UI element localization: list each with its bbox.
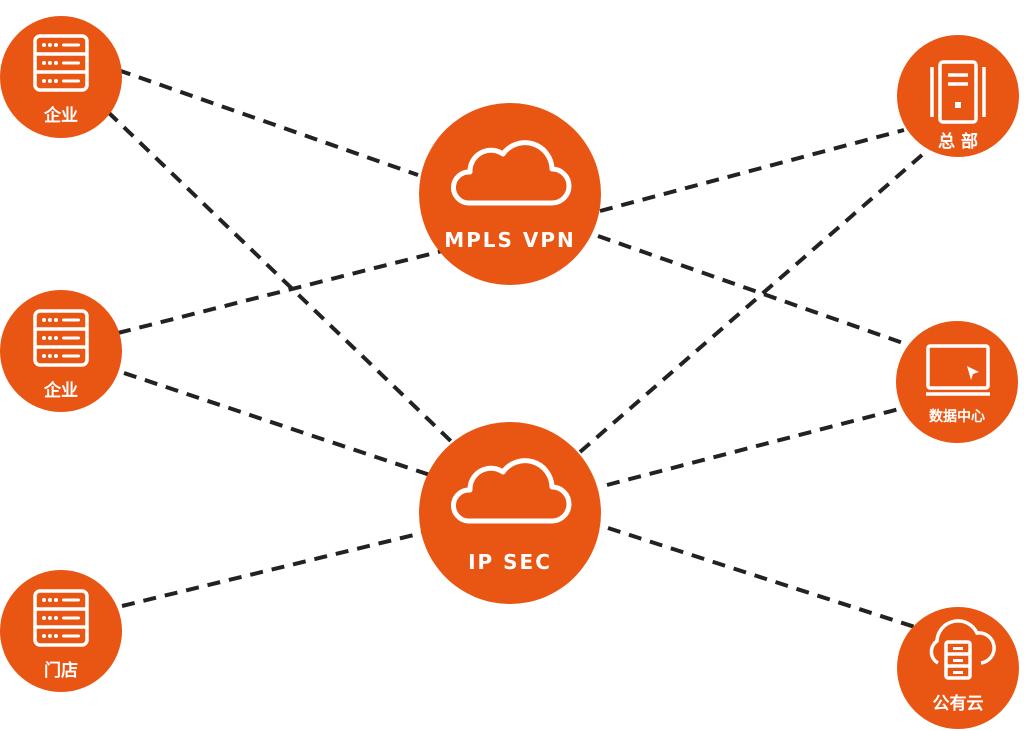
hub-circle xyxy=(419,422,601,604)
connector-store-ipsec xyxy=(121,531,423,608)
node-enterprise-2 xyxy=(0,290,122,412)
hub-mpls-vpn xyxy=(419,103,601,285)
connector-enterprise1-ipsec xyxy=(106,110,458,448)
label-enterprise-1: 企业 xyxy=(44,106,78,126)
cloud-server-icon xyxy=(929,619,996,680)
node-circle xyxy=(0,290,122,412)
connector-ipsec-datacenter xyxy=(606,406,904,487)
node-enterprise-1 xyxy=(0,16,122,138)
node-headquarters xyxy=(897,35,1019,157)
label-public-cloud: 公有云 xyxy=(932,694,984,714)
connector-enterprise2-mpls xyxy=(117,248,447,335)
hub-ip-sec xyxy=(419,422,601,604)
connector-ipsec-headquarters xyxy=(578,153,924,454)
connector-enterprise2-ipsec xyxy=(123,371,431,477)
hub-circle xyxy=(419,103,601,285)
connector-mpls-headquarters xyxy=(599,128,905,213)
hub-label-ip-sec: IP SEC xyxy=(468,550,552,574)
connector-ipsec-public-cloud xyxy=(607,526,919,630)
node-circle xyxy=(897,35,1019,157)
label-headquarters: 总 部 xyxy=(938,132,978,152)
server-icon xyxy=(33,309,89,367)
label-store: 门店 xyxy=(44,661,78,681)
monitor-icon xyxy=(926,344,990,396)
label-datacenter: 数据中心 xyxy=(929,409,985,425)
node-circle xyxy=(0,16,122,138)
connector-mpls-datacenter xyxy=(597,234,904,345)
cloud-icon xyxy=(450,140,572,206)
connector-enterprise1-mpls xyxy=(117,68,419,177)
server-icon xyxy=(33,34,89,92)
label-enterprise-2: 企业 xyxy=(44,381,78,401)
node-datacenter xyxy=(896,321,1018,443)
node-circle xyxy=(0,570,122,692)
server-tower-icon xyxy=(930,60,986,124)
node-store xyxy=(0,570,122,692)
node-public-cloud xyxy=(897,607,1019,729)
server-icon xyxy=(33,589,89,647)
hub-label-mpls-vpn: MPLS VPN xyxy=(444,228,576,252)
cloud-icon xyxy=(450,458,572,524)
